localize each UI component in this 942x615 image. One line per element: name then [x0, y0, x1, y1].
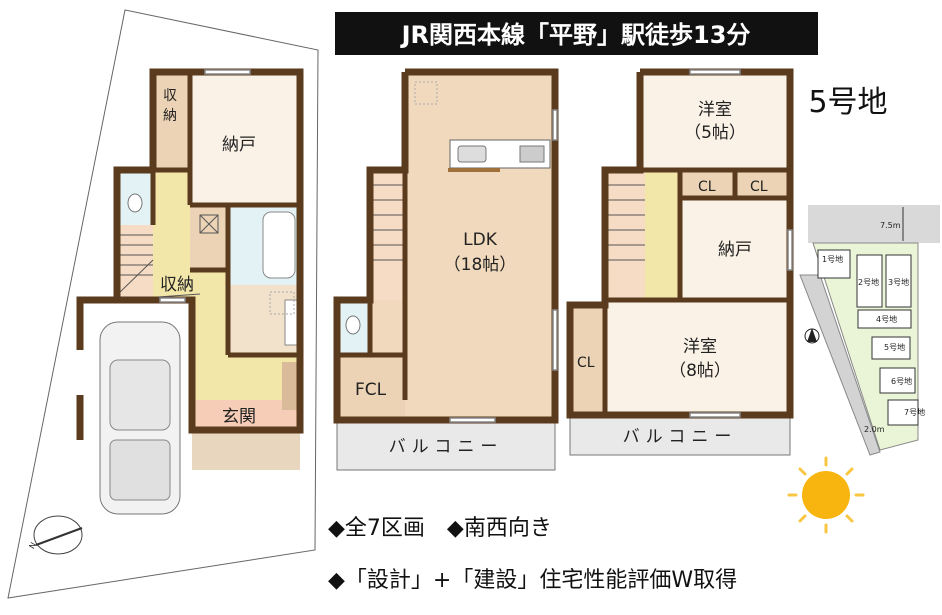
ldk-room [405, 72, 555, 420]
balcony-2f-label: バルコニー [389, 437, 504, 457]
washer-space-icon [269, 291, 295, 315]
sun-icon [787, 456, 865, 534]
floor-3-plan: 洋室 （5帖） CL CL 納戸 洋室 （8帖） CL バルコニー [566, 68, 794, 456]
room-8jo-size: （8帖） [669, 361, 731, 381]
lot-label: 5号地 [808, 85, 887, 120]
closet-2-label: CL [750, 179, 768, 195]
stove-icon [519, 145, 545, 163]
road-width-side: 2.0m [864, 425, 885, 434]
fcl-label: FCL [355, 380, 387, 400]
balcony-3f-label: バルコニー [623, 427, 738, 447]
features-line-2: ◆「設計」+「建設」住宅性能評価W取得 [328, 568, 737, 593]
fcl-room [337, 355, 405, 420]
title-banner-text: JR関西本線「平野」駅徒歩13分 [400, 21, 751, 49]
hall-3f [645, 170, 680, 300]
bathtub-icon [262, 211, 296, 279]
wall [76, 68, 304, 434]
storage-hall-label: 収納 [160, 275, 194, 295]
toilet-icon [345, 315, 361, 335]
road-width-top: 7.5m [880, 221, 901, 230]
compass-icon [804, 328, 820, 344]
site-map: 7.5m 2.0m 1号地 2号地 3号地 4号地 5号地 6号地 7号地 [799, 205, 940, 456]
ldk-label: LDK [463, 230, 498, 250]
nando-label: 納戸 [222, 135, 256, 155]
closet-left-label: CL [577, 355, 595, 371]
closet-2 [735, 170, 790, 198]
storage-top-label-1: 収 [163, 88, 177, 104]
svg-text:納: 納 [163, 108, 177, 124]
room-8jo-label: 洋室 [683, 337, 717, 357]
toilet-icon [127, 193, 143, 213]
balcony-2f [336, 419, 556, 471]
closet-1-label: CL [698, 179, 716, 195]
room-8jo [605, 300, 790, 415]
nando-3f-label: 納戸 [718, 240, 752, 260]
storage-hall-room [190, 205, 228, 270]
stair-treads [370, 184, 405, 261]
lot-4: 4号地 [876, 314, 897, 324]
balcony-3f [569, 414, 791, 456]
road-side [799, 274, 881, 456]
svg-text:N: N [27, 541, 38, 551]
storage-top-room [153, 72, 190, 170]
stairs-3f [605, 170, 645, 300]
room-5jo [640, 72, 790, 170]
lot-5: 5号地 [884, 342, 905, 352]
features-line-1: ◆全7区画 ◆南西向き [328, 516, 552, 541]
stair-treads [116, 234, 154, 296]
hatch-icon [199, 214, 219, 234]
sink-icon [284, 299, 298, 346]
stairs-2f [370, 170, 405, 300]
nando-room [190, 72, 300, 205]
stairs [117, 225, 153, 297]
closet-1 [680, 170, 735, 198]
floor-2-plan: LDK （18帖） FCL バルコニー [333, 68, 559, 471]
stair-treads [605, 184, 645, 261]
lot-7: 7号地 [904, 407, 925, 417]
skylight-icon [414, 81, 438, 105]
ldk-size-label: （18帖） [444, 255, 517, 275]
car-icon [99, 321, 181, 515]
floor-1-plan: N 収 収納 納 納戸 収納 玄関 [7, 9, 319, 599]
lot-3: 3号地 [888, 277, 909, 287]
sink-icon [457, 145, 487, 163]
closet-left [570, 305, 605, 415]
entrance-label: 玄関 [222, 407, 256, 427]
lot-6: 6号地 [891, 376, 912, 386]
shoe-cabinet [282, 362, 298, 410]
north-arrow-icon: N [27, 515, 83, 555]
lot-2: 2号地 [858, 277, 879, 287]
lot-1: 1号地 [822, 254, 843, 264]
road-top [808, 205, 940, 243]
nando-3f [680, 198, 790, 300]
entrance-porch [192, 430, 300, 470]
room-5jo-label: 洋室 [698, 100, 732, 120]
room-5jo-size: （5帖） [684, 123, 746, 143]
title-banner [335, 12, 818, 55]
